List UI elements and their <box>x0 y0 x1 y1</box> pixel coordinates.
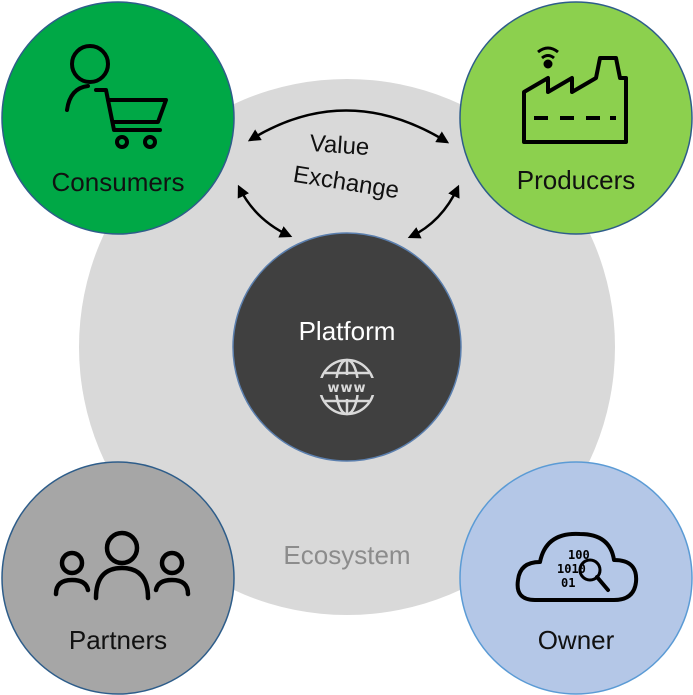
owner-digits-2: 1010 <box>557 562 586 576</box>
cloud-data-search-icon: 100 1010 01 <box>515 531 639 602</box>
owner-label: Owner <box>538 625 615 655</box>
shopper-cart-icon <box>65 44 168 149</box>
www-text: www <box>327 381 366 396</box>
factory-icon <box>522 46 628 144</box>
platform-label: Platform <box>299 316 396 346</box>
owner-digits-1: 100 <box>568 548 590 562</box>
owner-digits-3: 01 <box>561 576 575 590</box>
www-globe-icon: www <box>318 358 376 416</box>
partners-circle <box>1 461 235 695</box>
value-exchange-line1: Value <box>309 130 370 161</box>
consumers-label: Consumers <box>52 167 185 197</box>
partners-label: Partners <box>69 625 167 655</box>
consumers-circle <box>1 1 235 235</box>
people-group-icon <box>53 530 191 601</box>
arrow-consumers-platform <box>237 184 293 238</box>
platform-circle <box>232 232 462 462</box>
producers-circle <box>459 1 693 235</box>
arrow-consumers-producers <box>247 109 450 144</box>
producers-label: Producers <box>517 165 636 195</box>
arrow-producers-platform <box>407 184 460 239</box>
owner-circle <box>459 461 693 695</box>
ecosystem-label: Ecosystem <box>283 540 410 570</box>
